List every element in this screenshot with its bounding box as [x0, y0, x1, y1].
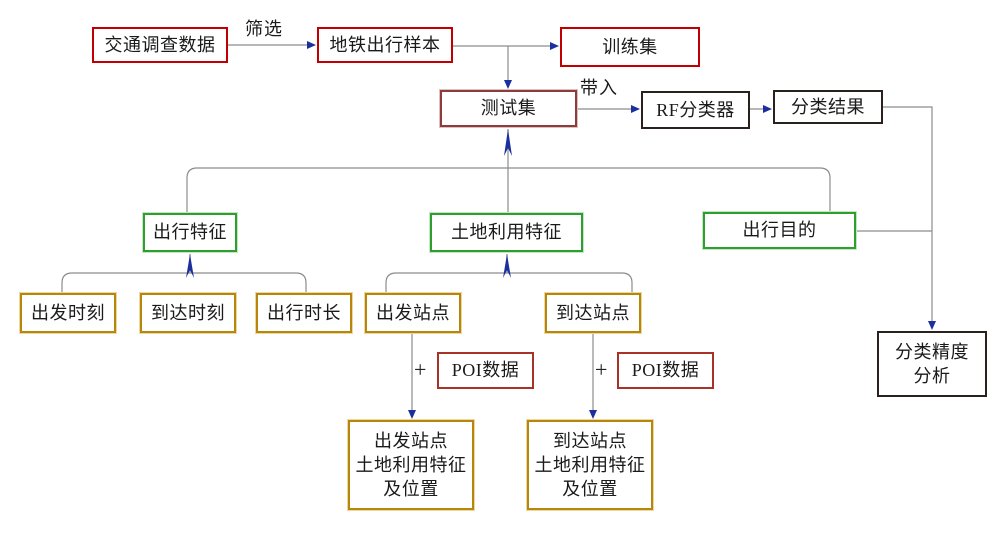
arrowhead-down-accuracy: [928, 321, 936, 330]
edge-landuse-rail: [385, 272, 633, 293]
edge-result-to-accuracy: [883, 106, 933, 324]
arrowheads: [186, 41, 936, 419]
edge-travelfeat-rail: [61, 272, 307, 293]
arrowhead-down-arrlanduse: [589, 410, 597, 419]
plus-sign-2: +: [595, 357, 608, 382]
arrowhead-up-test: [504, 129, 512, 156]
node-poi-data-1: POI数据: [437, 352, 534, 389]
arrowhead-right-rf: [631, 105, 640, 113]
node-classification-accuracy-analysis: 分类精度 分析: [877, 331, 987, 397]
node-departure-station: 出发站点: [365, 293, 461, 333]
node-test-set: 测试集: [440, 90, 577, 127]
node-arrival-station: 到达站点: [545, 293, 641, 333]
edge-label-feed-in: 带入: [580, 78, 618, 98]
node-metro-trip-sample: 地铁出行样本: [317, 27, 453, 63]
node-classification-result: 分类结果: [773, 90, 883, 124]
node-traffic-survey-data: 交通调查数据: [92, 27, 228, 63]
arrowhead-right-training: [550, 42, 559, 50]
arrowhead-down-deplanduse: [408, 410, 416, 419]
plus-sign-1: +: [414, 357, 427, 382]
node-departure-station-landuse-location: 出发站点 土地利用特征 及位置: [348, 420, 474, 510]
node-trip-purpose: 出行目的: [703, 212, 856, 249]
node-travel-features: 出行特征: [143, 213, 237, 252]
node-poi-data-2: POI数据: [617, 352, 714, 389]
edge-label-filter: 筛选: [245, 19, 283, 39]
node-arrival-station-landuse-location: 到达站点 土地利用特征 及位置: [527, 420, 653, 510]
arrowhead-right-result: [763, 105, 772, 113]
arrowhead-right-sample: [307, 41, 316, 49]
node-rf-classifier: RF分类器: [641, 91, 750, 129]
arrowhead-up-travelfeat: [186, 254, 194, 278]
node-landuse-features: 土地利用特征: [430, 213, 583, 252]
node-travel-duration: 出行时长: [256, 293, 352, 333]
node-training-set: 训练集: [560, 27, 700, 67]
node-departure-time: 出发时刻: [20, 293, 116, 333]
arrowhead-up-landuse: [503, 254, 511, 278]
node-arrival-time: 到达时刻: [140, 293, 236, 333]
arrowhead-down-test: [504, 80, 512, 89]
